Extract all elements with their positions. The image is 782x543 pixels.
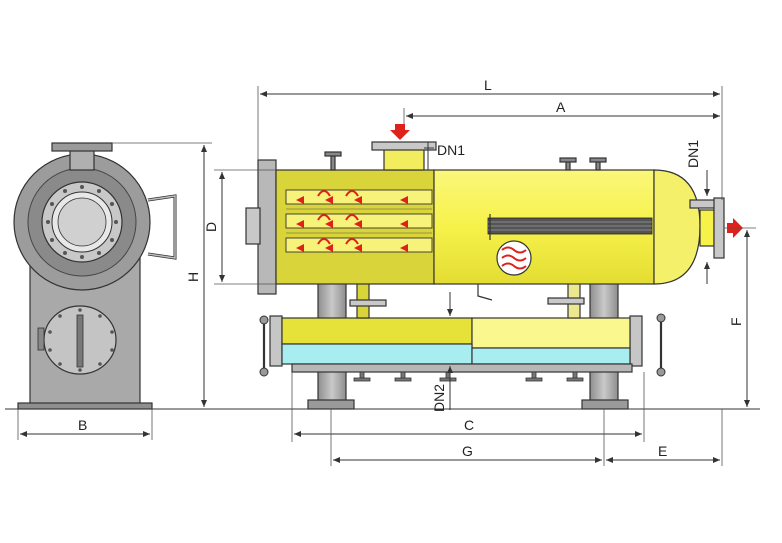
- main-shell: [245, 141, 725, 295]
- dim-label-E: E: [658, 443, 667, 459]
- dim-label-H: H: [185, 272, 201, 282]
- dim-label-A: A: [556, 99, 566, 115]
- lower-tank: [259, 313, 666, 382]
- dim-label-L: L: [484, 77, 492, 93]
- dim-label-D: D: [203, 222, 219, 232]
- dimension-lines: [17, 86, 756, 466]
- dim-label-C: C: [464, 417, 474, 433]
- dim-label-G: G: [462, 443, 473, 459]
- dim-label-DN1-top: DN1: [437, 142, 465, 158]
- dim-label-DN1-right: DN1: [685, 140, 701, 168]
- dim-label-DN2: DN2: [431, 384, 447, 412]
- side-flange-bolts: [46, 185, 118, 259]
- side-view: [13, 142, 177, 410]
- front-view: [245, 124, 743, 410]
- dim-label-F: F: [728, 317, 744, 326]
- dim-label-B: B: [78, 417, 87, 433]
- tube-bundle: [285, 189, 433, 253]
- water-section: [281, 343, 473, 365]
